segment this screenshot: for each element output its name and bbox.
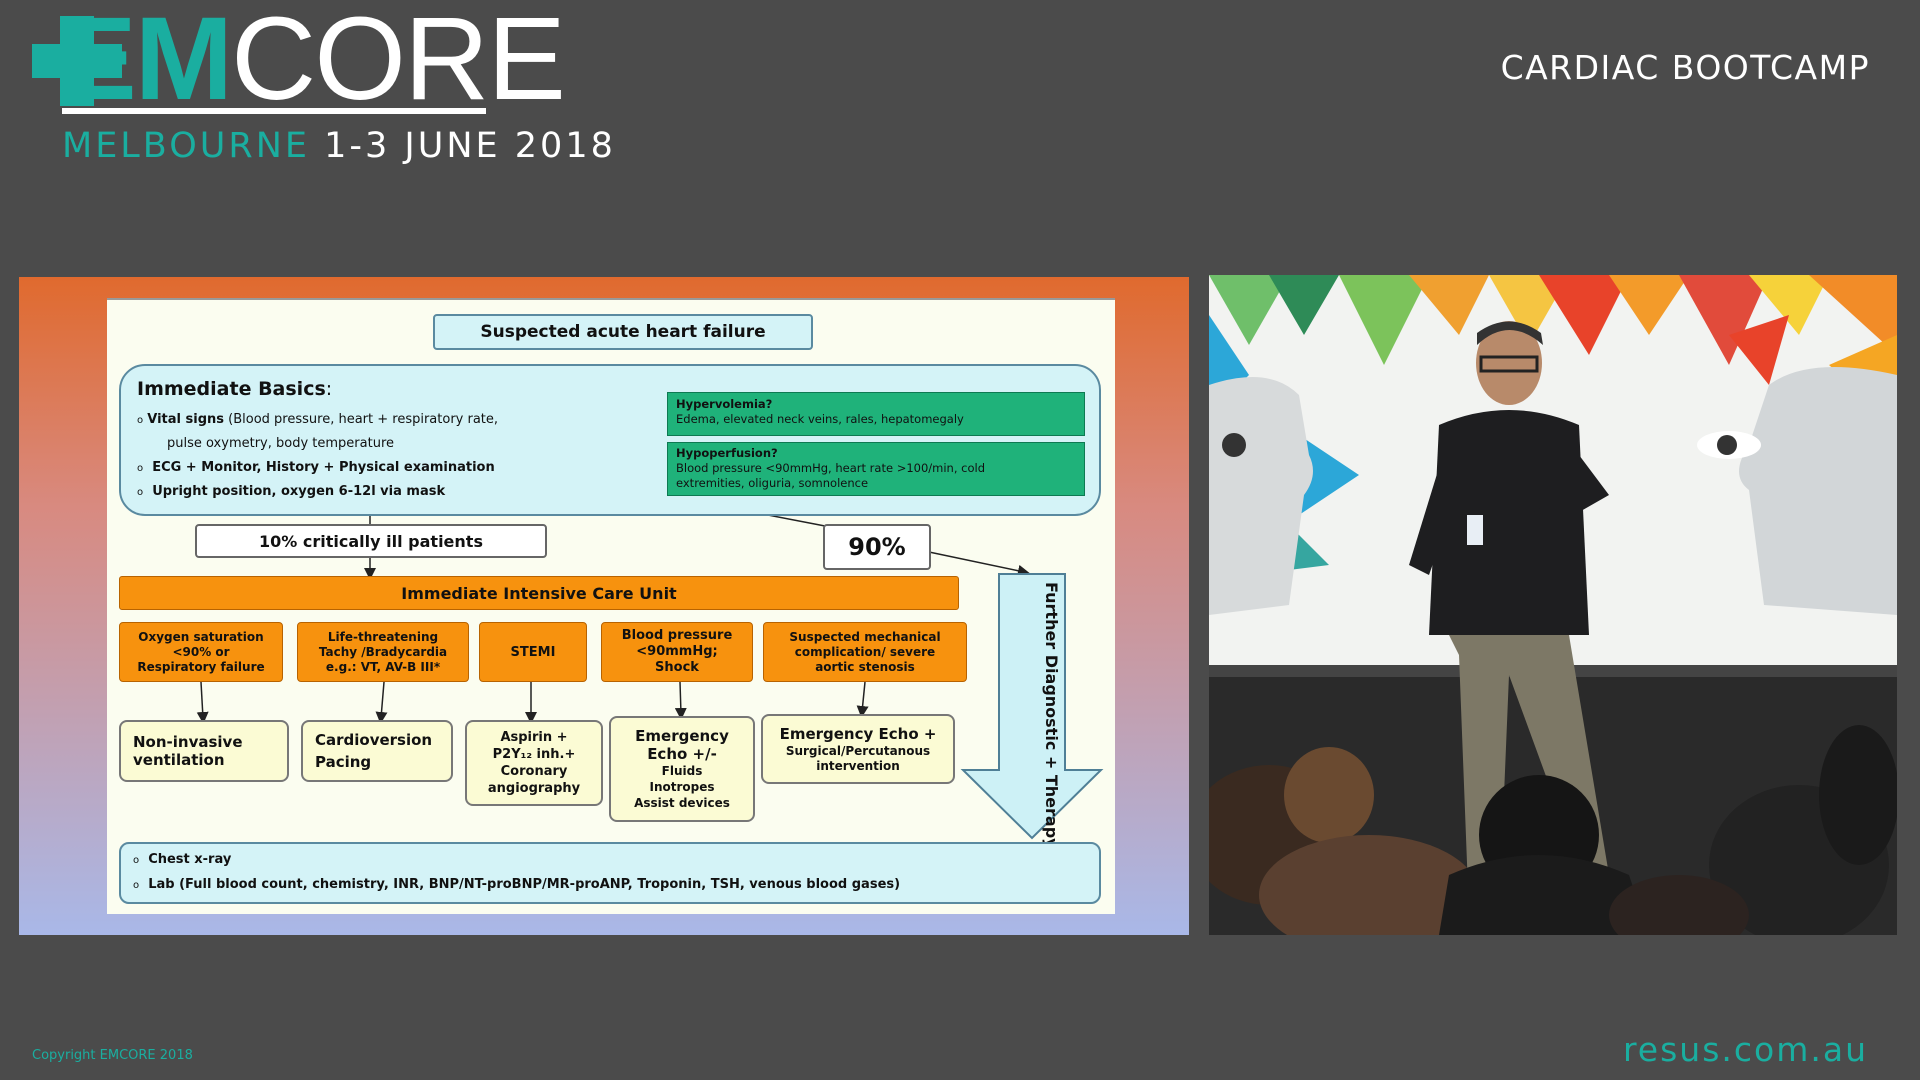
action-line: Aspirin +: [500, 730, 568, 745]
indication-line: e.g.: VT, AV-B III*: [325, 659, 441, 674]
action-line: ventilation: [133, 751, 225, 769]
oxygen-text: Upright position, oxygen 6-12l via mask: [152, 484, 446, 499]
further-therapy-arrow: [960, 573, 1104, 840]
bullet: o: [137, 463, 144, 474]
hypervolemia-title: Hypervolemia?: [676, 397, 773, 411]
action-line: Fluids: [661, 764, 703, 778]
hypervolemia-text: Edema, elevated neck veins, rales, hepat…: [676, 412, 964, 426]
site-url[interactable]: resus.com.au: [1622, 1030, 1868, 1069]
indication-shock: Blood pressure<90mmHg;Shock: [601, 622, 753, 682]
basics-item-oxygen: o Upright position, oxygen 6-12l via mas…: [137, 484, 445, 499]
vitals-text: (Blood pressure, heart + respiratory rat…: [224, 412, 499, 427]
lab-text: Lab (Full blood count, chemistry, INR, B…: [148, 877, 901, 892]
indication-stemi: STEMI: [479, 622, 587, 682]
action-line: P2Y₁₂ inh.+: [492, 747, 576, 762]
indication-line: Blood pressure: [621, 628, 733, 643]
indication-line: Life-threatening: [327, 629, 439, 644]
basics-heading: Immediate Basics:: [137, 378, 332, 400]
hypoperfusion-title: Hypoperfusion?: [676, 446, 778, 460]
further-therapy-label: Further Diagnostic + Therapy: [1042, 582, 1061, 849]
basics-heading-colon: :: [325, 378, 333, 400]
action-line: Emergency Echo +: [779, 725, 937, 743]
event-dates: 1-3 JUNE 2018: [324, 126, 616, 166]
logo-plus-icon: [32, 16, 122, 106]
indication-line: aortic stenosis: [815, 659, 915, 674]
xray-text: Chest x-ray: [148, 852, 232, 867]
event-city: MELBOURNE: [62, 126, 310, 166]
bullet: o: [133, 855, 140, 866]
action-line: Echo +/-: [647, 745, 717, 763]
further-therapy-label-wrap: Further Diagnostic + Therapy: [985, 582, 1081, 849]
action-line: Assist devices: [634, 796, 730, 810]
logo-core: CORE: [231, 0, 566, 125]
investigation-xray: o Chest x-ray: [133, 852, 231, 867]
action-line: Cardioversion: [315, 731, 433, 749]
action-line: Emergency: [635, 727, 729, 745]
investigations-panel: o Chest x-ray o Lab (Full blood count, c…: [119, 842, 1101, 904]
hypervolemia-box: Hypervolemia? Edema, elevated neck veins…: [667, 392, 1085, 436]
indication-line: Shock: [655, 660, 699, 675]
vitals-label: Vital signs: [147, 412, 225, 427]
emcore-logo: EMCORE: [58, 0, 566, 118]
action-line: Inotropes: [649, 780, 715, 794]
action-line: intervention: [816, 759, 900, 773]
action-line: angiography: [487, 781, 581, 796]
suspected-ahf-box: Suspected acute heart failure: [433, 314, 813, 350]
copyright-text: Copyright EMCORE 2018: [32, 1048, 193, 1063]
action-line: Coronary: [500, 764, 568, 779]
slide-content: Suspected acute heart failure Immediate …: [107, 298, 1115, 914]
indication-line: Respiratory failure: [137, 659, 265, 674]
event-info: MELBOURNE 1-3 JUNE 2018: [62, 126, 616, 166]
bullet: o: [137, 487, 144, 498]
hypoperfusion-text1: Blood pressure <90mmHg, heart rate >100/…: [676, 461, 986, 475]
hypoperfusion-box: Hypoperfusion? Blood pressure <90mmHg, h…: [667, 442, 1085, 496]
indication-line: STEMI: [510, 644, 556, 660]
speaker-video: [1209, 275, 1897, 935]
ecg-text: ECG + Monitor, History + Physical examin…: [152, 460, 495, 475]
indication-line: complication/ severe: [794, 644, 936, 659]
investigation-lab: o Lab (Full blood count, chemistry, INR,…: [133, 877, 900, 892]
indication-line: Oxygen saturation: [138, 629, 264, 644]
basics-item-vitals-cont: pulse oxymetry, body temperature: [167, 436, 395, 451]
logo-em: EM: [58, 0, 233, 125]
action-line: Pacing: [315, 753, 372, 771]
logo-underline: [62, 108, 486, 114]
basics-item-ecg: o ECG + Monitor, History + Physical exam…: [137, 460, 495, 475]
basics-heading-text: Immediate Basics: [137, 378, 326, 400]
hypoperfusion-text2: extremities, oliguria, somnolence: [676, 476, 869, 490]
immediate-basics-panel: Immediate Basics: o Vital signs (Blood p…: [119, 364, 1101, 516]
speaker-scene-image: [1209, 275, 1897, 935]
basics-item-vitals: o Vital signs (Blood pressure, heart + r…: [137, 412, 498, 427]
critically-ill-box: 10% critically ill patients: [195, 524, 547, 558]
icu-box: Immediate Intensive Care Unit: [119, 576, 959, 610]
session-title: CARDIAC BOOTCAMP: [1500, 48, 1870, 87]
action-line: Surgical/Percutanous: [785, 744, 931, 758]
indication-line: Suspected mechanical: [789, 629, 941, 644]
action-line: Non-invasive: [133, 733, 243, 751]
indication-line: <90% or: [172, 644, 230, 659]
bullet: o: [133, 880, 140, 891]
indication-line: Tachy /Bradycardia: [318, 644, 448, 659]
bullet: o: [137, 415, 144, 426]
action-aspirin: Aspirin + P2Y₁₂ inh.+ Coronary angiography: [465, 720, 603, 806]
indication-line: <90mmHg;: [636, 644, 718, 659]
ninety-percent-box: 90%: [823, 524, 931, 570]
